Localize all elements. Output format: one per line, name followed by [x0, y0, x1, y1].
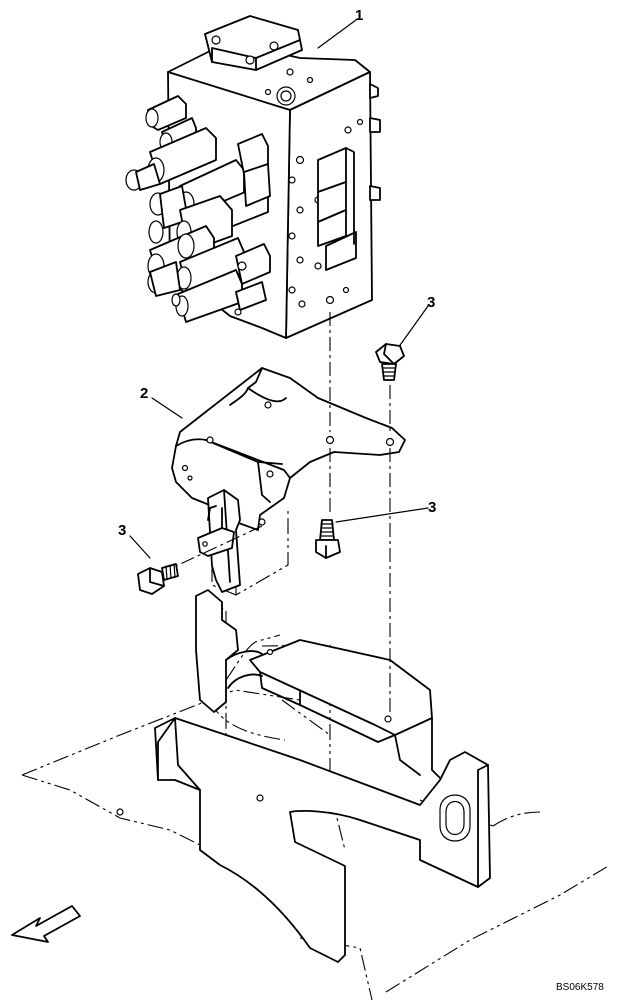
mounting-bracket — [171, 367, 406, 593]
bolt-left — [137, 563, 179, 595]
control-valve-assembly — [125, 15, 381, 339]
front-side-plate — [116, 717, 491, 963]
callout-part-3-upper: 3 — [427, 294, 435, 311]
callout-part-1: 1 — [355, 7, 363, 24]
drawing-code: BS06K578 — [556, 982, 604, 993]
callout-part-3-middle: 3 — [428, 499, 436, 516]
callout-part-3-left: 3 — [118, 522, 126, 539]
alignment-lines — [129, 19, 429, 712]
cross-member — [249, 639, 441, 779]
rear-side-plate — [195, 589, 263, 713]
bolt-middle — [315, 519, 341, 559]
front-direction-arrow-icon — [11, 905, 81, 943]
spool-caps — [125, 95, 271, 323]
bolt-upper — [375, 343, 405, 381]
callout-part-2: 2 — [140, 385, 148, 402]
